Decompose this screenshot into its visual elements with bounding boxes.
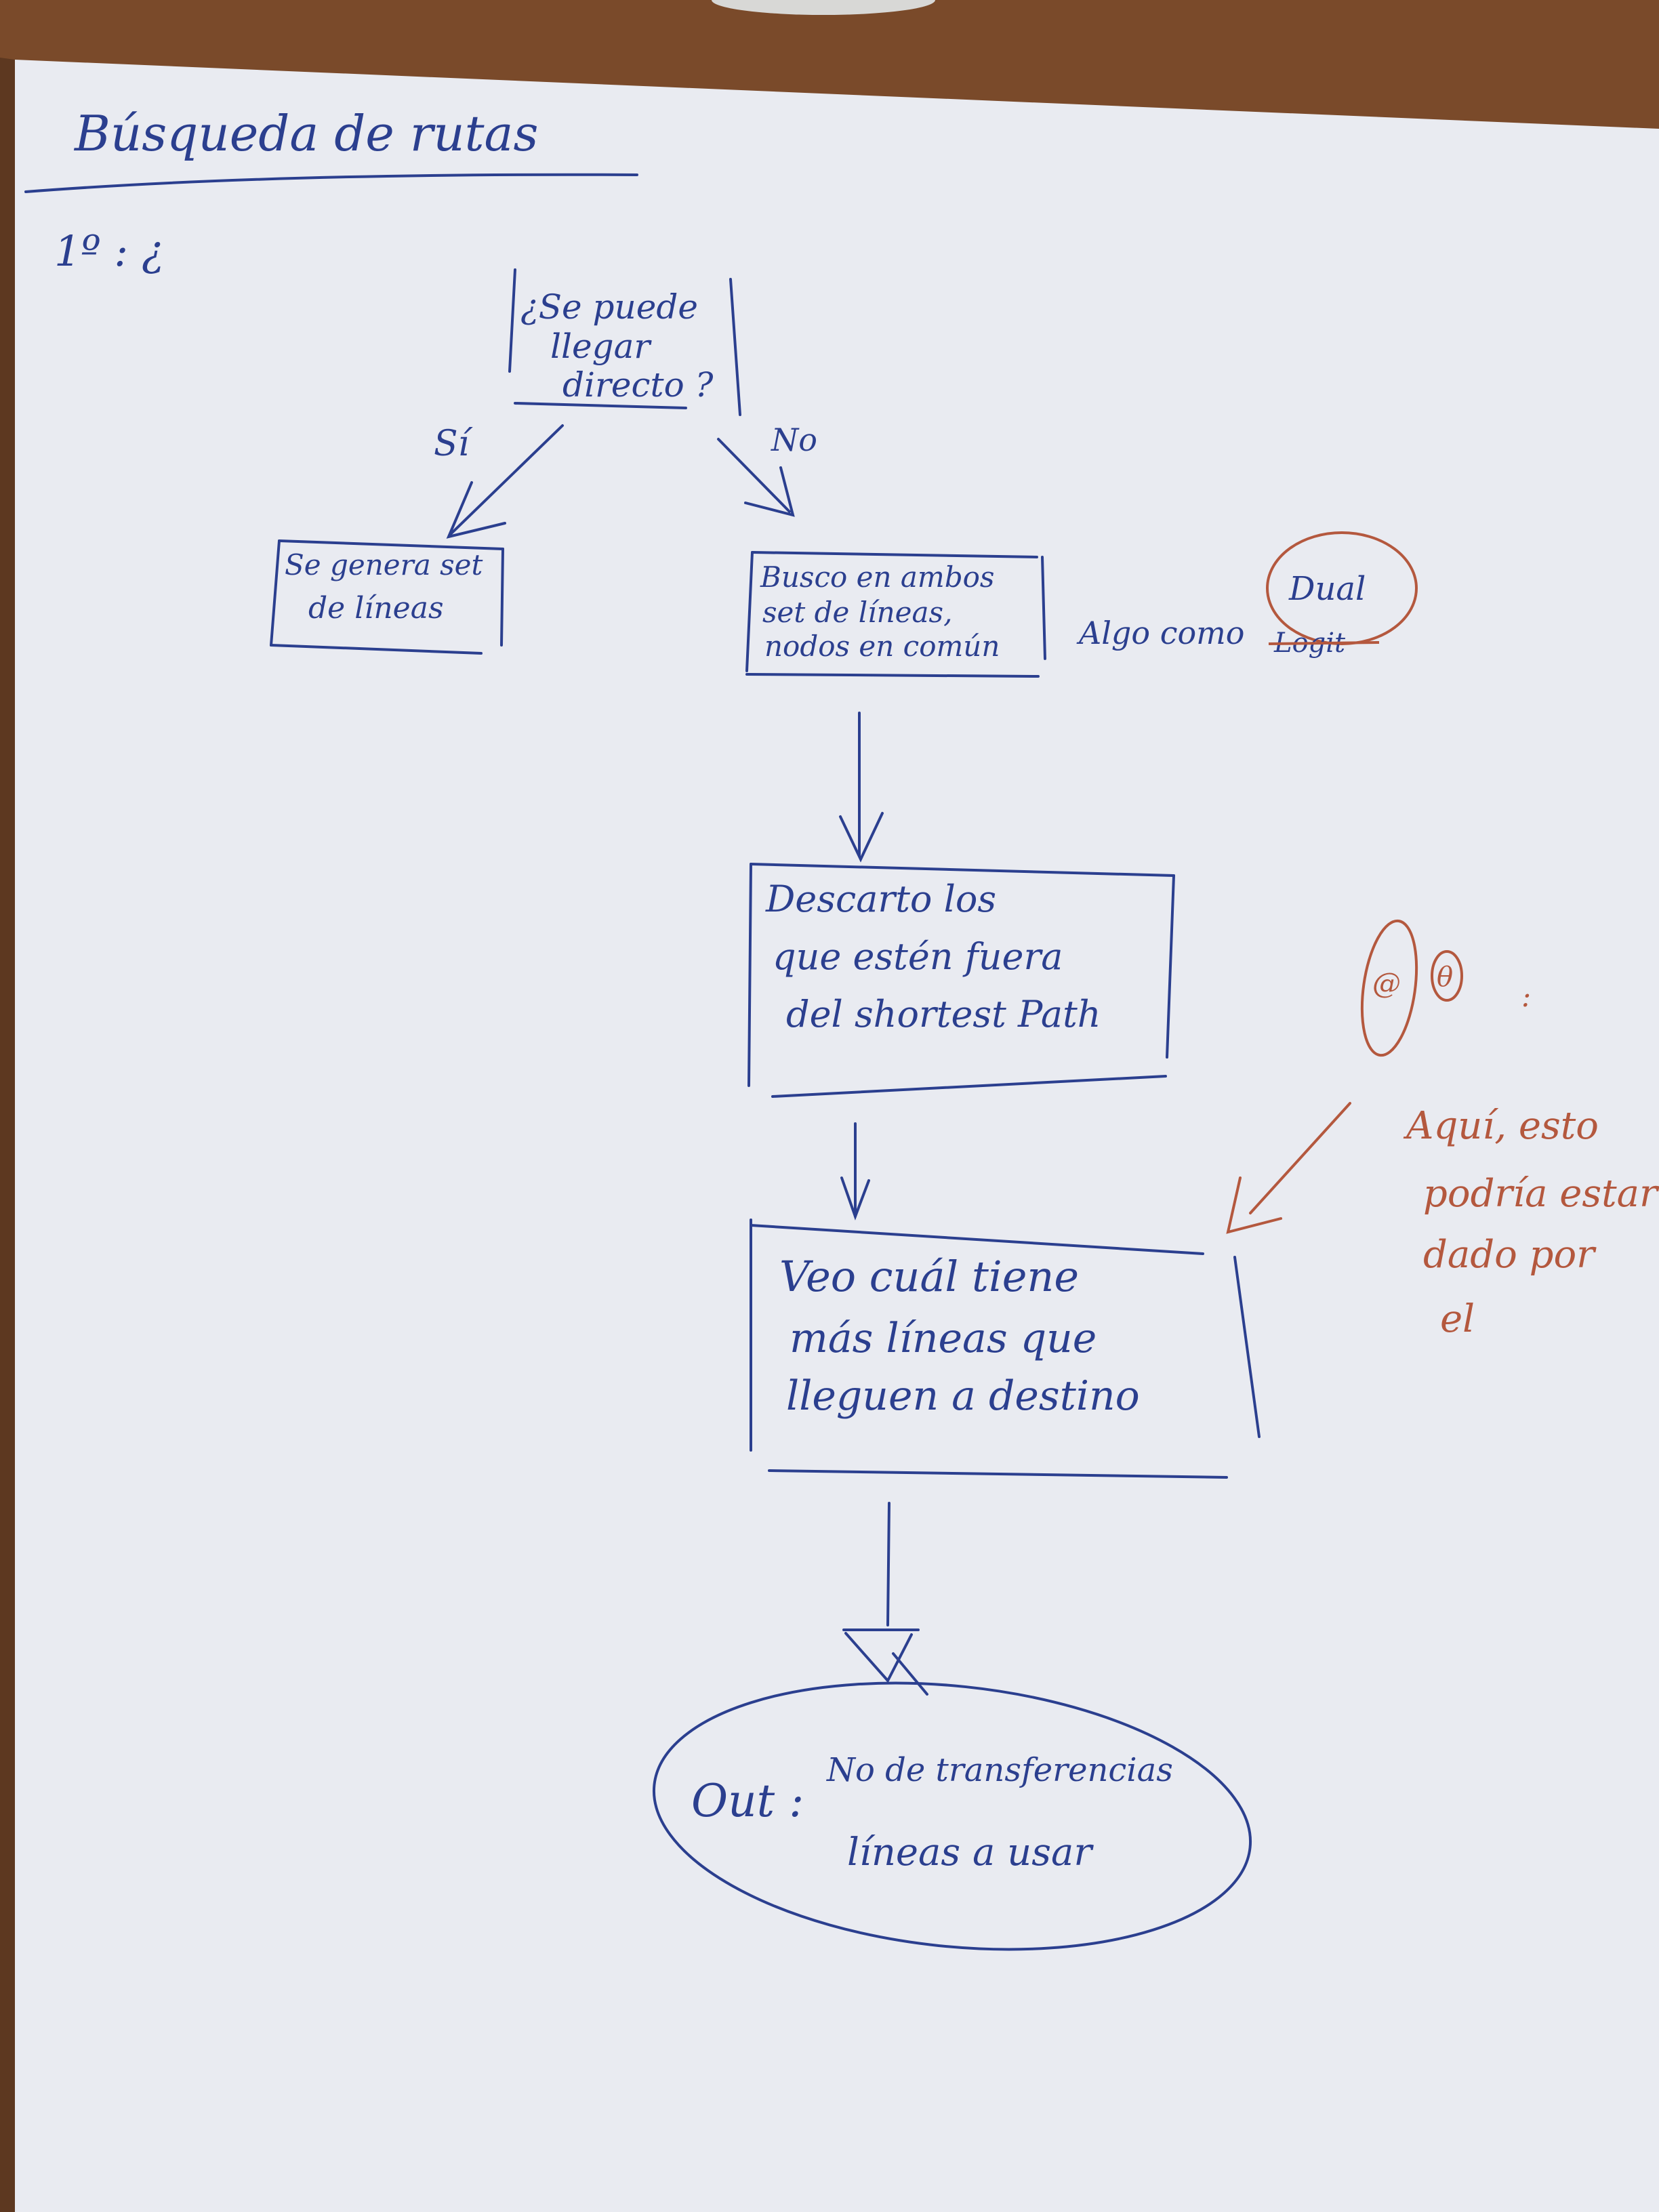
decision-line-3: directo ? [562, 365, 714, 405]
arrow-search-to-discard [839, 712, 884, 863]
side-note-line-1: Aquí, esto [1403, 1104, 1599, 1148]
step-marker: 1º : ¿ [54, 226, 164, 276]
paper-sheet [15, 60, 1659, 2212]
discard-box-line-3: del shortest Path [786, 993, 1101, 1036]
title-underline [24, 173, 638, 193]
arrow-choose-to-output [842, 1502, 928, 1696]
doodle-symbol-1: @ [1372, 966, 1401, 1000]
algo-note-circled: Dual [1288, 570, 1366, 608]
choose-box-line-1: Veo cuál tiene [779, 1252, 1079, 1301]
search-box-line-1: Busco en ambos [760, 560, 994, 594]
output-item-1: No de transferencias [826, 1751, 1173, 1789]
choose-box [750, 1218, 1261, 1479]
yes-box-line-2: de líneas [308, 591, 444, 626]
no-arrow [717, 438, 795, 517]
decision-box [508, 268, 741, 416]
doodle-mark: : [1521, 980, 1531, 1013]
strike-through [1268, 641, 1380, 645]
side-note-line-4: el [1440, 1297, 1475, 1341]
choose-box-line-3: lleguen a destino [786, 1372, 1140, 1420]
side-note-line-2: podría estar [1423, 1172, 1659, 1216]
page-title: Búsqueda de rutas [73, 105, 538, 162]
doodle-loop-1 [1360, 919, 1418, 1057]
desk-object [712, 0, 935, 15]
discard-box-line-2: que estén fuera [773, 935, 1063, 978]
doodle-loop-2 [1431, 950, 1463, 1002]
output-ellipse [652, 1681, 1252, 1951]
output-item-2: líneas a usar [847, 1830, 1094, 1875]
search-box-line-3: nodos en común [764, 630, 1000, 663]
yes-label: Sí [434, 424, 474, 464]
search-box-line-2: set de líneas, [762, 596, 952, 629]
arrow-discard-to-choose [840, 1122, 870, 1221]
choose-box-line-2: más líneas que [790, 1315, 1097, 1362]
decision-line-1: ¿Se puede [520, 287, 698, 327]
algo-note: Algo como [1076, 615, 1244, 651]
yes-box [270, 539, 504, 655]
decision-line-2: llegar [550, 327, 652, 366]
yes-arrow [446, 424, 564, 539]
discard-box-line-1: Descarto los [765, 878, 996, 920]
doodle-symbol-2: θ [1437, 962, 1453, 993]
side-note-line-3: dado por [1423, 1233, 1597, 1277]
yes-box-line-1: Se genera set [285, 548, 483, 581]
search-box [745, 551, 1046, 678]
side-note-arrow [1226, 1102, 1351, 1234]
discard-box [747, 863, 1175, 1098]
no-label: No [771, 422, 817, 458]
paper-shadow-edge [0, 58, 15, 2212]
output-label: Out : [691, 1775, 804, 1827]
